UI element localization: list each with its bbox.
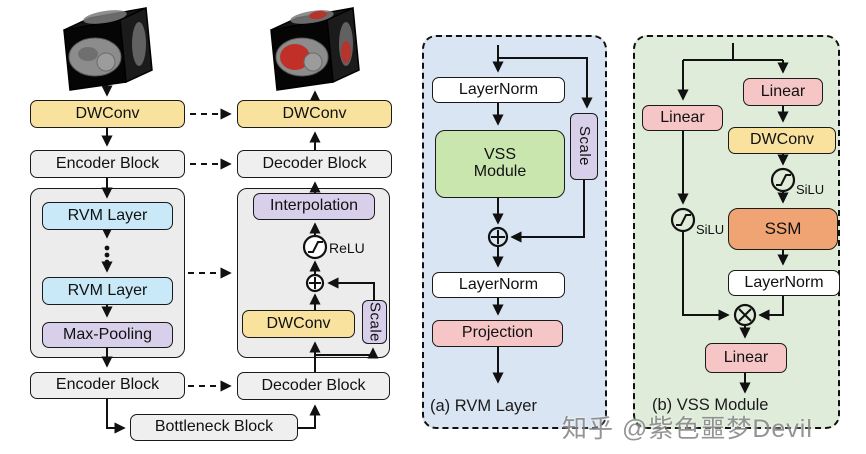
encoder-block-1: Encoder Block — [30, 150, 185, 178]
encoder-dwconv-block: DWConv — [30, 100, 185, 128]
rvm-scale-block: Scale — [570, 113, 598, 180]
rvm-layer-block-1: RVM Layer — [42, 202, 173, 230]
ssm-block: SSM — [728, 208, 838, 250]
interpolation-block: Interpolation — [253, 193, 375, 220]
rvm-layernorm-1: LayerNorm — [432, 77, 565, 103]
vss-dwconv-block: DWConv — [728, 127, 836, 154]
vss-linear-out: Linear — [705, 343, 787, 373]
panel-b-caption: (b) VSS Module — [652, 396, 769, 414]
watermark: 知乎 @紫色噩梦Devil — [562, 415, 813, 443]
panel-a-caption: (a) RVM Layer — [430, 397, 537, 415]
bottleneck-block: Bottleneck Block — [130, 414, 298, 441]
decoder-block-1: Decoder Block — [237, 150, 392, 178]
decoder-block-2: Decoder Block — [237, 372, 390, 400]
decoder-scale-block: Scale — [362, 300, 387, 344]
rvm-layer-block-2: RVM Layer — [42, 277, 173, 305]
vss-linear-left: Linear — [642, 105, 723, 131]
projection-block: Projection — [432, 320, 563, 347]
vss-layernorm-block: LayerNorm — [728, 270, 840, 296]
decoder-dwconv-block: DWConv — [237, 100, 392, 128]
vss-module-block: VSS Module — [435, 130, 565, 198]
vss-linear-right: Linear — [743, 78, 823, 106]
rvm-layernorm-2: LayerNorm — [432, 272, 565, 298]
decoder-inner-dwconv-block: DWConv — [242, 310, 355, 338]
encoder-block-2: Encoder Block — [30, 372, 185, 399]
max-pooling-block: Max-Pooling — [42, 322, 173, 348]
